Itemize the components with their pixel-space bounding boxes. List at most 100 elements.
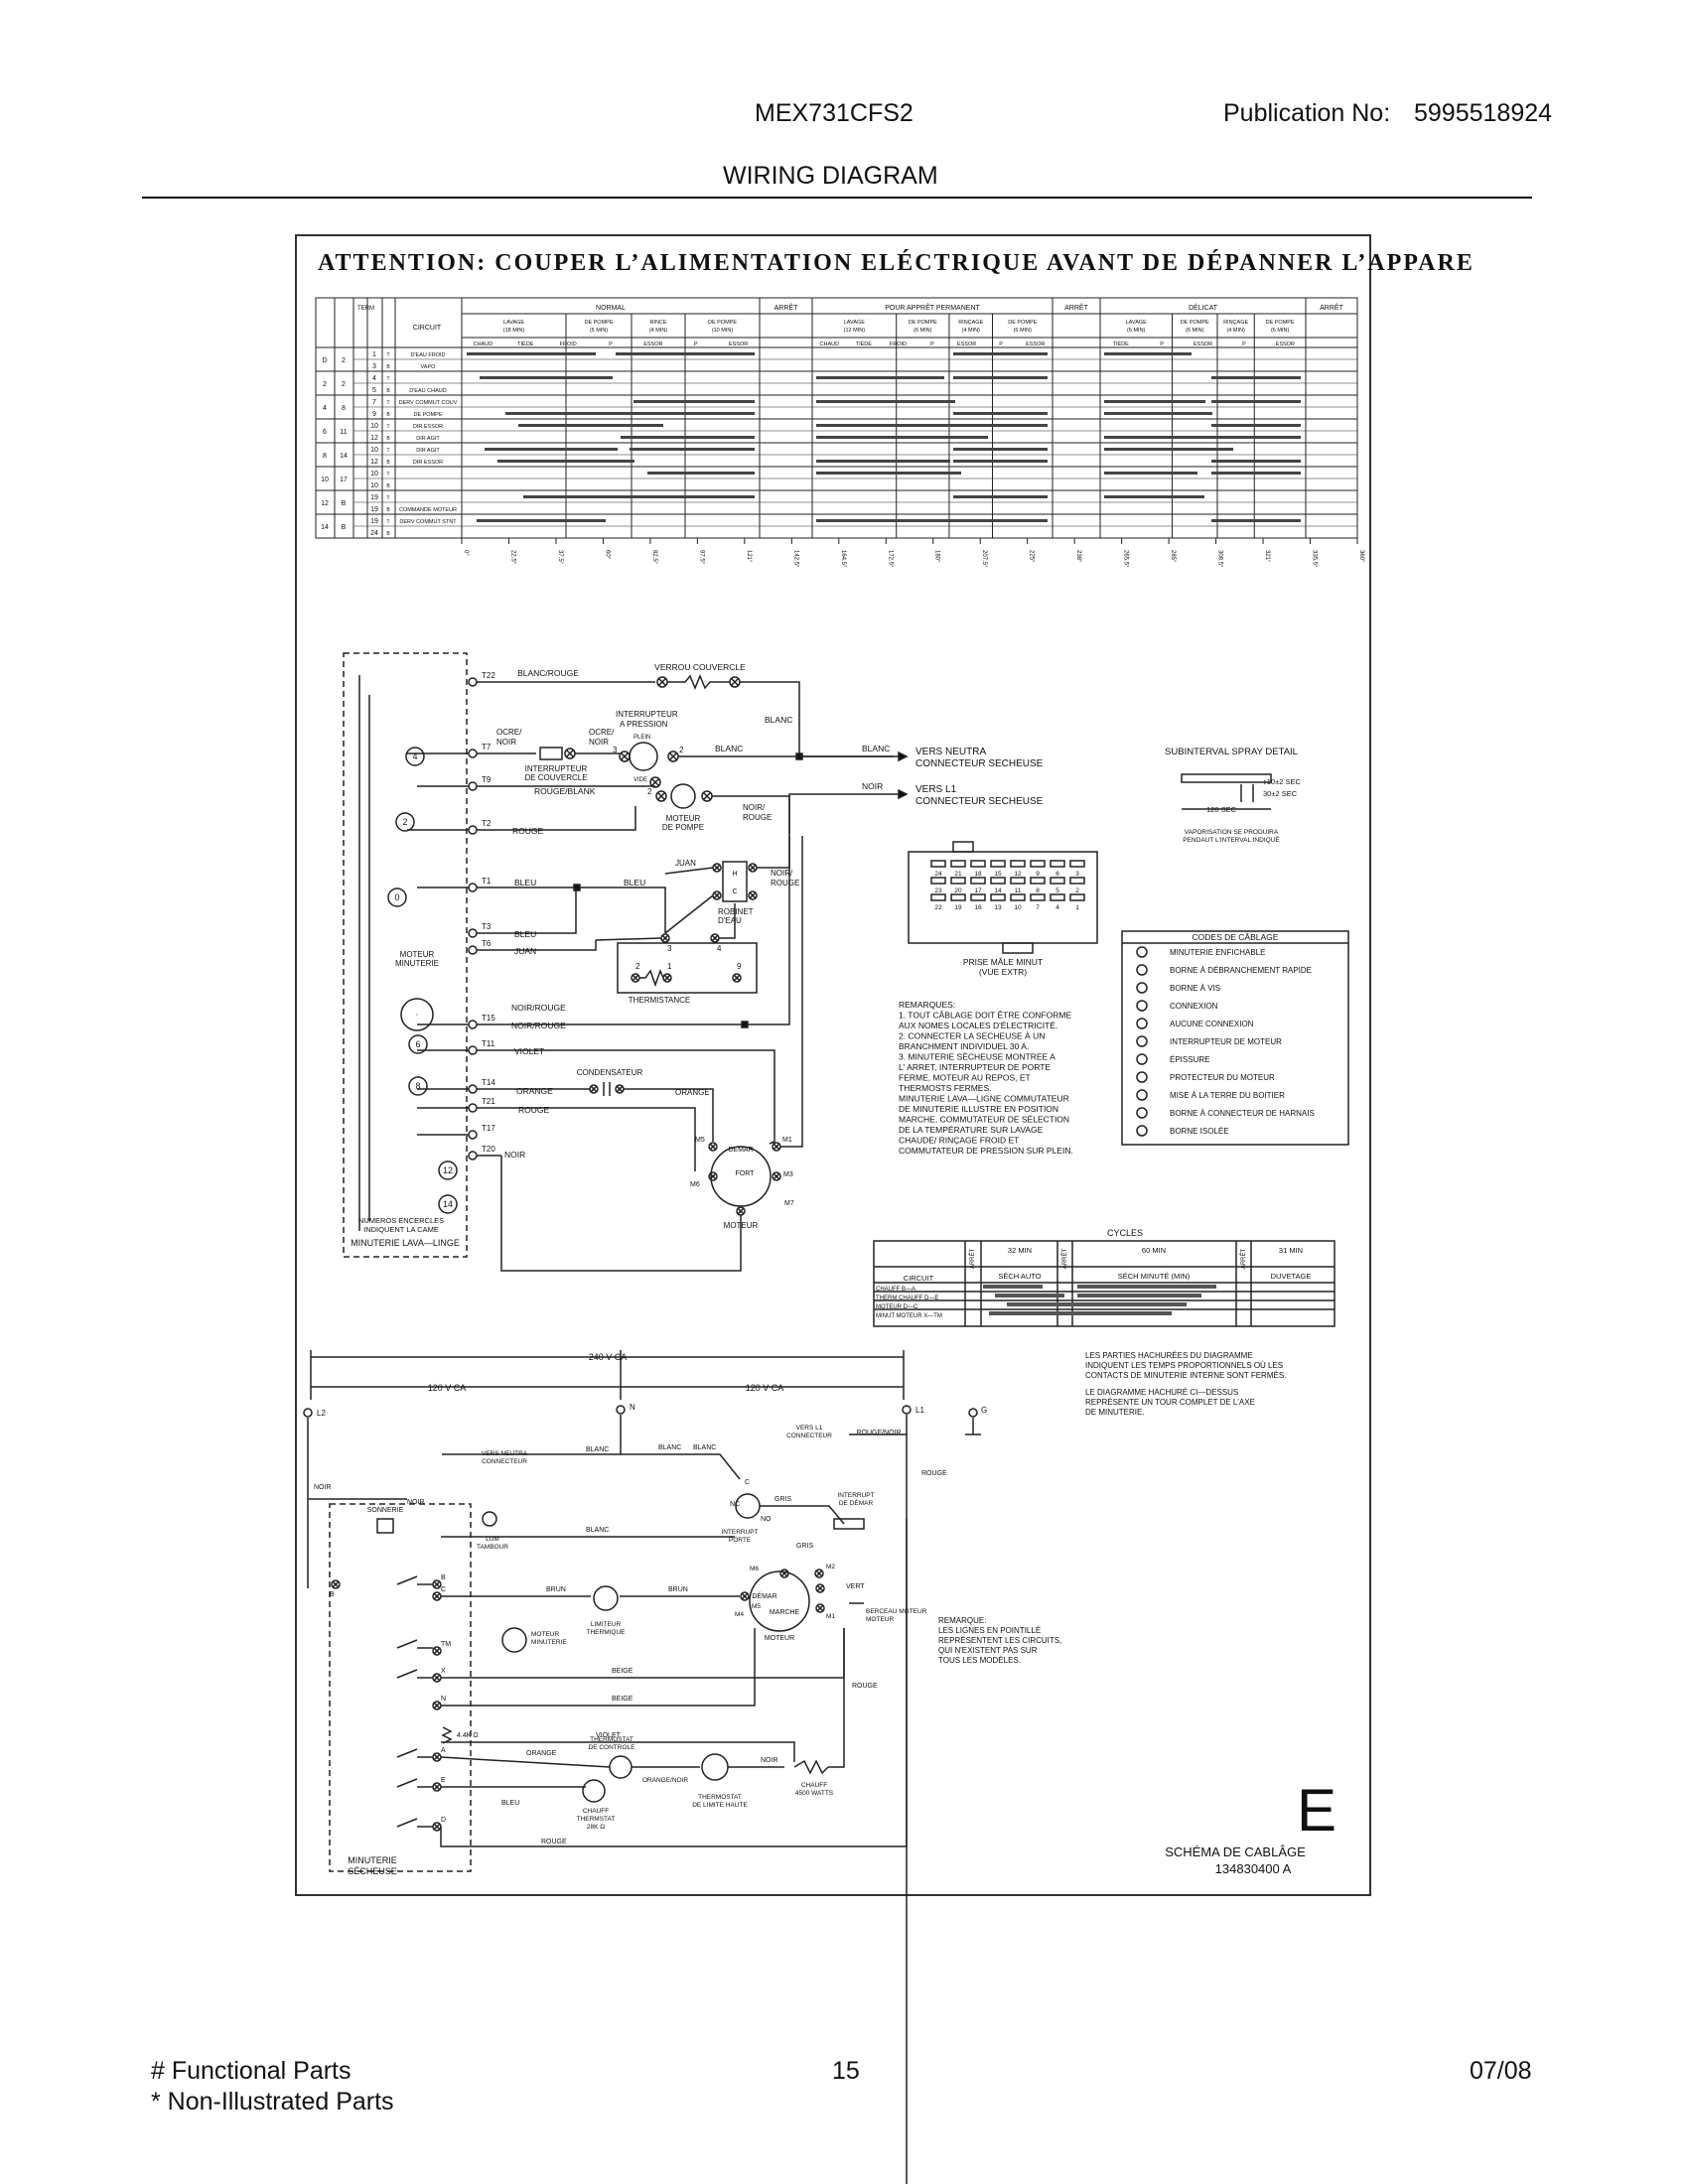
cam-number: 0 xyxy=(394,892,399,902)
terminal-cross xyxy=(620,751,630,761)
plug-pin xyxy=(1010,860,1026,868)
wire-label: NOIR xyxy=(504,1150,525,1160)
wire-label: NOIR xyxy=(407,1499,425,1506)
terminal-number: 5 xyxy=(372,387,376,394)
cycles-arret: ARRÊT xyxy=(968,1249,976,1270)
timer-terminal xyxy=(468,749,478,758)
wire-label: ROUGE xyxy=(518,1105,550,1115)
page-title: WIRING DIAGRAM xyxy=(723,162,938,190)
phase-label: LAVAGE xyxy=(503,320,525,326)
circuit-heading: CIRCUIT xyxy=(413,325,442,332)
wire-label: NOIR/ROUGE xyxy=(511,1021,566,1030)
code-item: MINUTERIE ENFICHABLE xyxy=(1170,948,1265,957)
washer-timer-enclosure xyxy=(343,652,468,1258)
pin-label: NC xyxy=(730,1501,740,1508)
contact-switch xyxy=(396,1818,418,1828)
cycles-bar xyxy=(1077,1311,1172,1315)
phase-label: DE POMPE xyxy=(1008,320,1037,326)
sub-phase-label: TIÈDE xyxy=(517,341,534,347)
degree-label: 37.5° xyxy=(557,550,563,565)
phase-label: RINÇAGE xyxy=(1223,320,1248,326)
pin-label: M1 xyxy=(782,1137,792,1144)
wire-label: ORANGE/NOIR xyxy=(642,1777,689,1784)
diagram-frame xyxy=(295,234,1371,1896)
spray-time-2: 30±2 SEC xyxy=(1263,789,1298,798)
supply-label: G xyxy=(981,1406,987,1415)
N-terminal xyxy=(616,1405,626,1415)
contact-closed-bar xyxy=(497,460,634,463)
cycles-bar xyxy=(995,1294,1064,1297)
contact-closed-bar xyxy=(1211,400,1301,403)
pin-label: 2 xyxy=(647,787,652,796)
dryer-timer-enclosure xyxy=(329,1503,472,1872)
contact-closed-bar xyxy=(616,352,755,355)
code-symbol xyxy=(1136,1018,1148,1029)
remarks-text: THERMOSTS FERMES. xyxy=(899,1083,992,1093)
remarks-text: REMARQUES: xyxy=(899,1000,955,1010)
terminal-cross xyxy=(816,1604,824,1612)
heater-label: CHAUFF xyxy=(801,1782,827,1789)
pin-label: 3 xyxy=(613,746,618,754)
dryer-neutral-connector: CONNECTEUR SECHEUSE xyxy=(915,758,1044,769)
L2-terminal xyxy=(303,1408,313,1418)
pin-label: 1 xyxy=(667,962,672,971)
remarks-text: COMMUTATEUR DE PRESSION SUR PLEIN. xyxy=(899,1146,1073,1156)
wire-label: ROUGE xyxy=(921,1470,947,1477)
pin-label: 2 xyxy=(635,962,640,971)
timer-plug xyxy=(908,851,1098,944)
contact-closed-bar xyxy=(647,472,755,475)
wire xyxy=(828,1628,845,1768)
thermal-limiter-label: LIMITEUR xyxy=(591,1621,622,1628)
phase-label: DE POMPE xyxy=(909,320,937,326)
terminal-cross xyxy=(616,1085,624,1093)
plug-pin-number: 5 xyxy=(1055,887,1059,894)
timer-chart xyxy=(315,297,1358,544)
wire-rouge xyxy=(477,806,636,831)
contact-closed-bar xyxy=(477,519,606,522)
voltage-label: 120 V CA xyxy=(428,1383,467,1393)
wire-label: BLANC xyxy=(586,1446,609,1453)
isolated-terminal xyxy=(748,890,758,900)
terminal-cross xyxy=(657,677,667,687)
wire-label: ROUGE xyxy=(771,879,799,887)
code-symbol xyxy=(1136,1125,1148,1137)
terminal-cross xyxy=(661,934,669,942)
terminal-cross xyxy=(709,1172,717,1180)
phase-duration: (6 MIN) xyxy=(1271,328,1290,334)
pressure-switch-label: A PRESSION xyxy=(620,720,668,729)
remarks-text: 1. TOUT CÂBLAGE DOIT ÊTRE CONFORME xyxy=(899,1011,1071,1021)
wire-rouge3 xyxy=(440,1779,908,1847)
plug-pin-number: 19 xyxy=(954,904,962,911)
plug-pin xyxy=(1030,860,1046,868)
pressure-switch-label: INTERRUPTEUR xyxy=(616,710,678,719)
cycles-bar xyxy=(983,1285,1043,1289)
control-thermostat-label: DE CONTROLE xyxy=(589,1744,636,1751)
terminal-number: 10 xyxy=(370,482,378,489)
motor-label: MOTEUR xyxy=(724,1221,759,1230)
phase-duration: (5 MIN) xyxy=(590,328,609,334)
isolated-terminal xyxy=(649,776,661,788)
section-label: ARRÊT xyxy=(1064,303,1088,312)
cycles-bar xyxy=(989,1311,1078,1315)
publication-number: 5995518924 xyxy=(1414,99,1553,127)
capacitor-label: CONDENSATEUR xyxy=(577,1068,643,1077)
plug-pin-number: 9 xyxy=(1036,871,1040,878)
cam-number: 4 xyxy=(323,405,327,412)
contact-closed-bar xyxy=(953,495,1048,498)
phase-label: RINÇAGE xyxy=(958,320,983,326)
pin-label: M5 xyxy=(695,1137,705,1144)
degree-label: 360° xyxy=(1358,550,1364,563)
plug-pin xyxy=(990,860,1006,868)
cycles-row-label: CHAUFF B—A xyxy=(876,1287,915,1293)
wire xyxy=(595,937,662,941)
wire-noir-rouge xyxy=(757,836,790,869)
timer-terminal xyxy=(468,1151,478,1160)
cam-term: 2 xyxy=(342,381,346,388)
cycles-head: SÉCH MINUTÉ (MIN) xyxy=(1118,1272,1191,1281)
isolated-terminal xyxy=(655,790,667,802)
contact-closed-bar xyxy=(621,436,755,439)
plug-pin-number: 2 xyxy=(1075,887,1079,894)
cam-note: INDIQUENT LA CAME xyxy=(363,1225,439,1234)
plug-pin-number: 11 xyxy=(1015,887,1022,894)
dryer-remarque: TOUS LES MODÈLES. xyxy=(938,1656,1021,1665)
